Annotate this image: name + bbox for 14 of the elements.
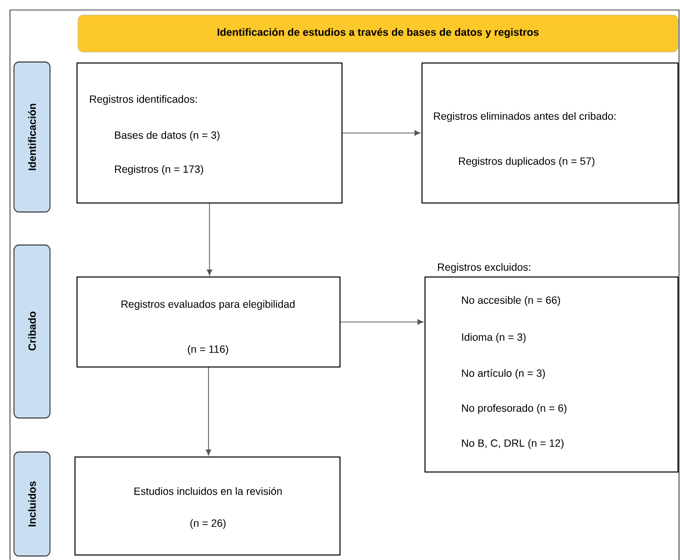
process-box: Registros eliminados antes del cribado: Registros duplicados (n = 57) xyxy=(422,62,678,204)
stage-label: Incluidos xyxy=(14,452,50,556)
arrow xyxy=(340,319,424,325)
process-box: Registros evaluados para elegibilidad (n = 116) xyxy=(76,276,340,368)
arrow xyxy=(206,203,212,276)
stage-label: Identificación xyxy=(14,62,50,212)
process-box: Registros identificados: Bases de datos (n = 3) Registros (n = 173) xyxy=(76,62,342,204)
node-label: Registros excluidos: xyxy=(438,263,530,273)
process-box: Registros excluidos: No accesible (n = 66) Idioma (n = 3) No artículo (n = 3) No profesorado (n = 6) No B, C, DRL (n = 12) xyxy=(424,263,678,472)
header-band: Identificación de estudios a través de bases de datos y registros xyxy=(78,14,678,52)
arrow xyxy=(206,367,212,456)
process-box: Estudios incluidos en la revisión (n = 26) xyxy=(74,456,340,556)
stage-label: Cribado xyxy=(14,244,50,418)
arrow xyxy=(342,130,420,136)
